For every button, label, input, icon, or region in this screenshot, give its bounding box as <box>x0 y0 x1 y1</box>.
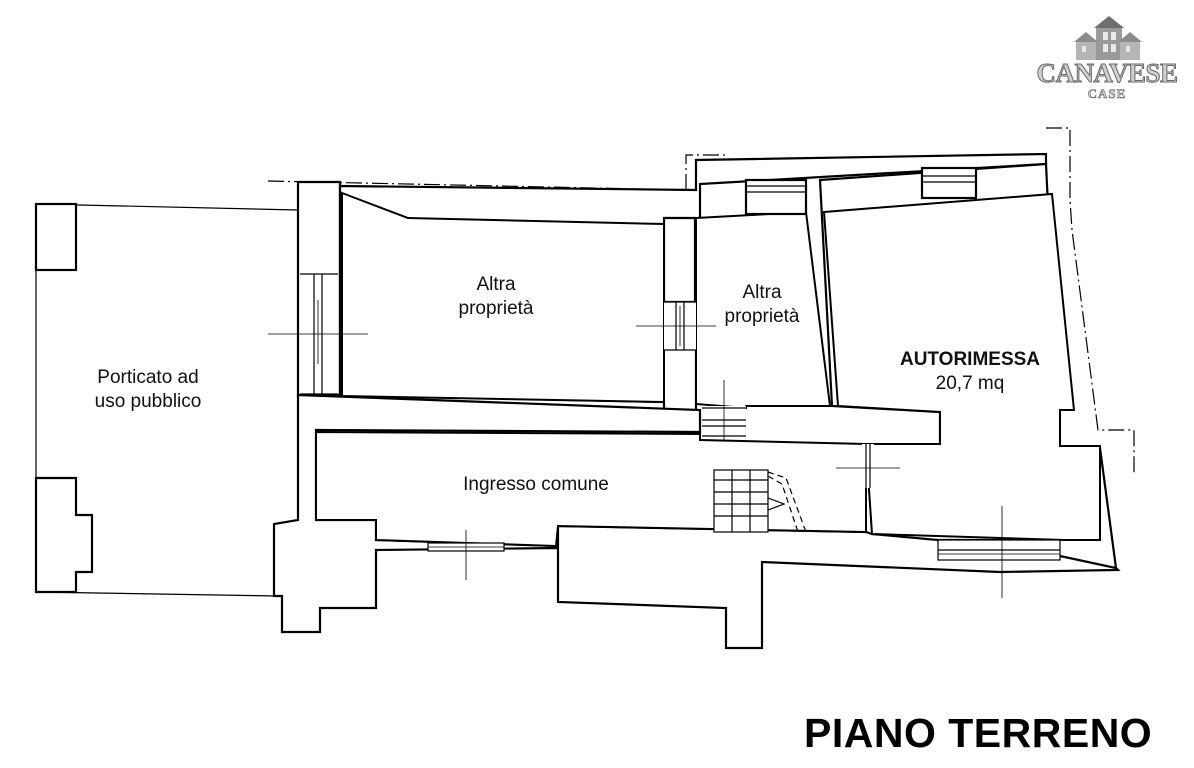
porticato-label-line2: uso pubblico <box>94 391 202 412</box>
autorimessa-area: 20,7 mq <box>935 373 1005 394</box>
altra-proprieta-2-line1: Altra <box>742 282 782 303</box>
altra-proprieta-2-label: Altra proprietà <box>702 281 822 329</box>
logo-sub-text: CASE <box>1087 86 1127 102</box>
logo-house-icon <box>1074 16 1142 60</box>
staircase <box>713 469 807 533</box>
autorimessa-label: AUTORIMESSA 20,7 mq <box>880 348 1060 396</box>
logo-brand-text: CANAVESE <box>1036 58 1179 89</box>
floor-title: PIANO TERRENO <box>804 710 1153 756</box>
porticato-label-line1: Porticato ad <box>97 367 199 388</box>
altra-proprieta-1-label: Altra proprietà <box>436 273 556 321</box>
autorimessa-name: AUTORIMESSA <box>899 349 1041 370</box>
porticato-label: Porticato ad uso pubblico <box>70 366 226 414</box>
porticato-outline <box>34 202 299 597</box>
canavese-case-logo: CANAVESE CASE <box>1032 14 1182 102</box>
altra-proprieta-2-line2: proprietà <box>724 306 800 327</box>
altra-proprieta-1-line2: proprietà <box>458 298 534 319</box>
altra-proprieta-1-line1: Altra <box>476 274 516 295</box>
ingresso-comune-label: Ingresso comune <box>463 474 609 495</box>
openings <box>268 166 1061 598</box>
